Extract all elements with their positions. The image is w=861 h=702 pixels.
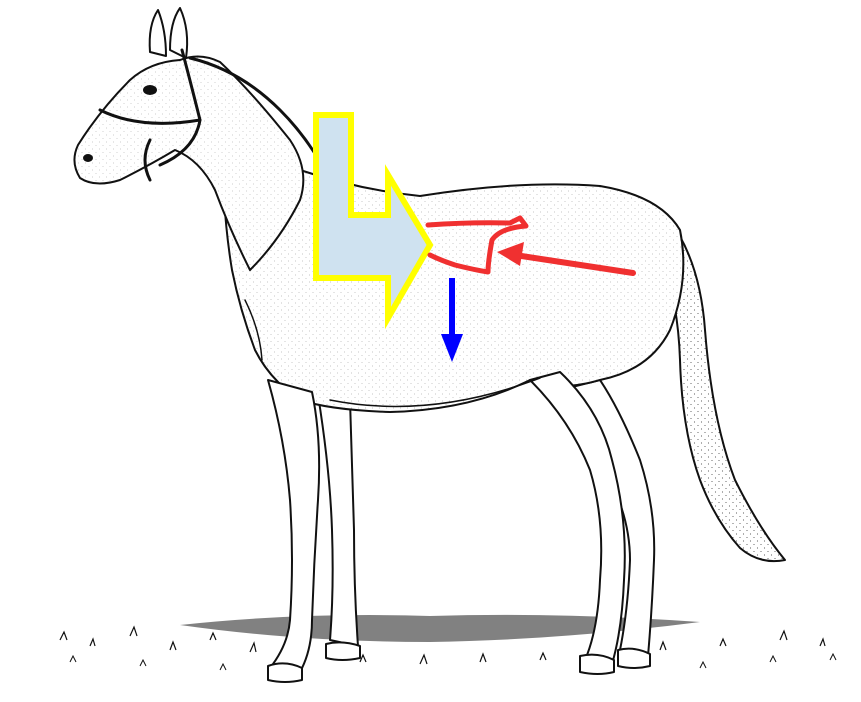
horse-eye	[144, 86, 156, 94]
far-hind-hoof	[618, 649, 650, 668]
horse-nostril	[84, 155, 92, 161]
near-hind-hoof	[580, 655, 614, 674]
near-front-hoof	[268, 663, 302, 682]
far-front-leg	[318, 395, 358, 646]
horse-ear-right	[170, 8, 187, 58]
horse-illustration	[74, 8, 785, 682]
ground-grass	[40, 615, 845, 672]
far-front-hoof	[326, 642, 360, 660]
horse-ear-left	[150, 10, 166, 56]
